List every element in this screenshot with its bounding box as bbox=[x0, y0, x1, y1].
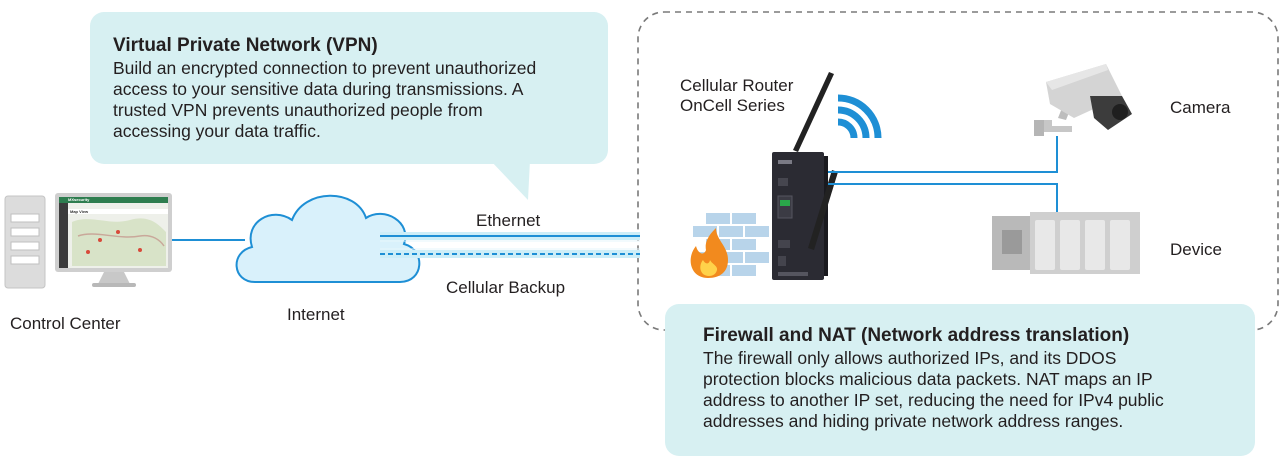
pc-tower-icon bbox=[4, 195, 46, 289]
firewall-icon bbox=[690, 211, 771, 278]
control-center-label: Control Center bbox=[10, 314, 121, 333]
internet-cloud-icon bbox=[235, 194, 421, 283]
device-label: Device bbox=[1170, 240, 1222, 259]
flame-icon bbox=[690, 228, 728, 278]
internet-label: Internet bbox=[287, 305, 345, 324]
screen-view-name: Map View bbox=[70, 209, 89, 214]
vpn-tunnel bbox=[380, 232, 640, 258]
camera-label: Camera bbox=[1170, 98, 1231, 117]
router-label-line1: Cellular Router bbox=[680, 76, 794, 95]
site-boundary bbox=[637, 11, 1279, 331]
firewall-callout-body: The firewall only allows authorized IPs,… bbox=[703, 348, 1164, 431]
vpn-callout-body: Build an encrypted connection to prevent… bbox=[113, 58, 537, 141]
cellular-backup-label: Cellular Backup bbox=[446, 278, 566, 297]
monitor-icon bbox=[55, 193, 172, 287]
vpn-callout-title: Virtual Private Network (VPN) bbox=[113, 35, 378, 56]
firewall-callout-bubble bbox=[665, 304, 1255, 456]
cellular-router-icon bbox=[772, 72, 838, 280]
vpn-callout: Virtual Private Network (VPN) Build an e… bbox=[113, 35, 593, 142]
screen-app-name: MXsecurity bbox=[68, 197, 90, 202]
router-label-line2: OnCell Series bbox=[680, 96, 785, 115]
wifi-signal-icon bbox=[837, 94, 882, 139]
firewall-callout: Firewall and NAT (Network address transl… bbox=[703, 325, 1223, 432]
vpn-callout-bubble bbox=[90, 12, 608, 200]
lan-links bbox=[828, 136, 1058, 218]
firewall-callout-title: Firewall and NAT (Network address transl… bbox=[703, 325, 1130, 346]
camera-icon bbox=[1034, 64, 1132, 136]
plc-device-icon bbox=[992, 212, 1140, 274]
ethernet-label: Ethernet bbox=[476, 211, 541, 230]
